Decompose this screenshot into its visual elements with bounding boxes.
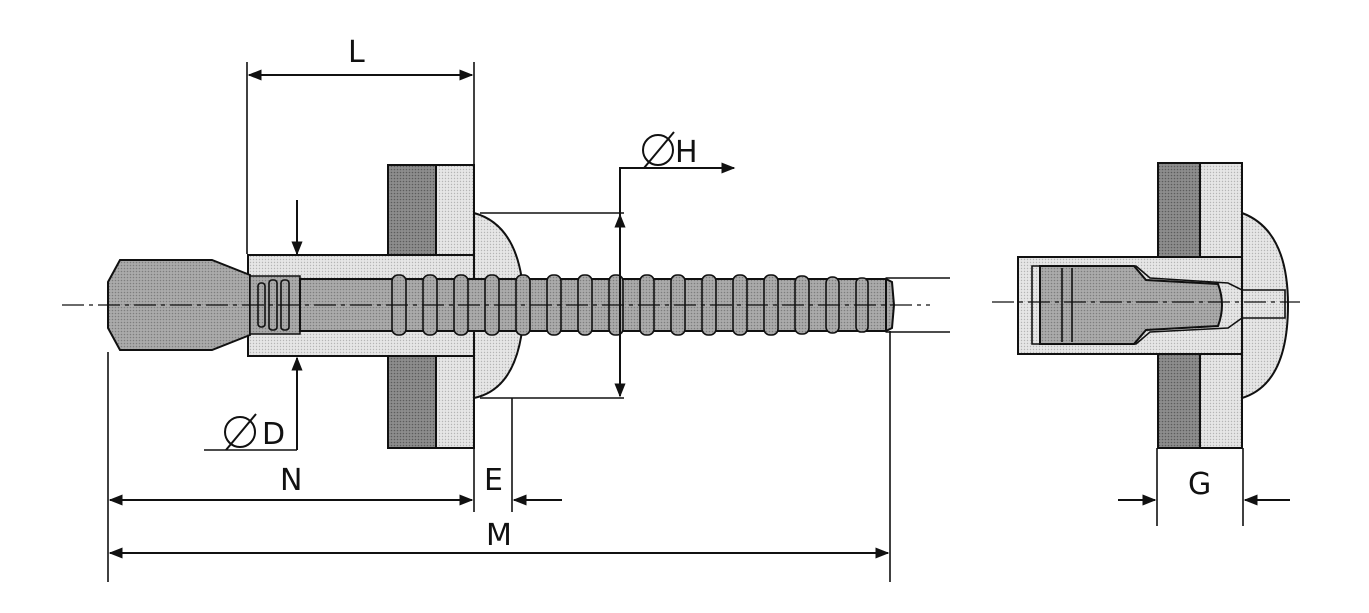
dimension-D: D	[204, 200, 303, 452]
dimension-G: G	[1118, 467, 1290, 506]
label-L: L	[348, 35, 365, 70]
label-D: D	[262, 417, 285, 452]
extension-lines-right	[1156, 448, 1244, 526]
dimension-H: H	[614, 131, 736, 398]
rivet-unset-view: L H D N	[62, 35, 950, 582]
label-E: E	[484, 463, 503, 498]
label-M: M	[486, 518, 512, 553]
extension-lines-left	[107, 62, 950, 582]
rivet-set-view: G	[992, 162, 1300, 526]
sheet-layers-right	[1157, 162, 1243, 449]
diameter-symbol-D	[224, 413, 257, 451]
dimension-E: E	[484, 463, 562, 506]
diameter-symbol-H	[642, 131, 675, 169]
dimension-M: M	[108, 518, 890, 559]
label-H: H	[675, 135, 698, 170]
dimension-L: L	[247, 35, 474, 81]
label-G: G	[1188, 467, 1211, 502]
label-N: N	[280, 463, 302, 498]
set-mandrel-remnant	[1039, 265, 1223, 345]
dimension-N: N	[108, 463, 474, 506]
